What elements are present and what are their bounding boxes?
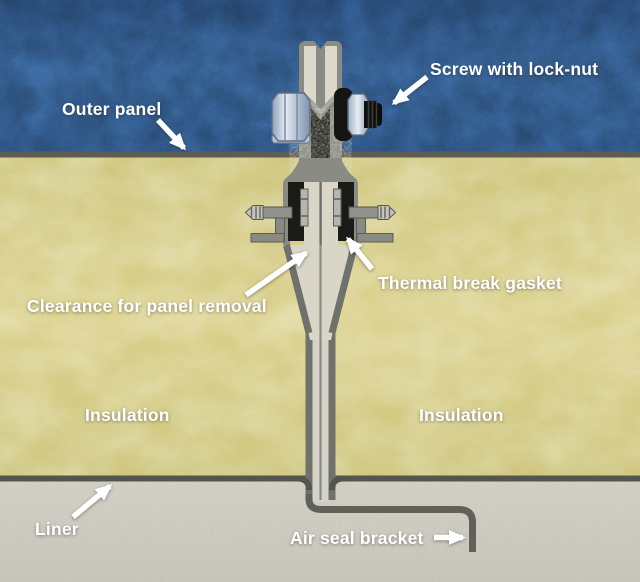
screw-with-lock-nut-label: Screw with lock-nut xyxy=(430,59,598,79)
channel-clip-left xyxy=(300,188,309,227)
side-screw-right-drill-tip xyxy=(377,205,397,220)
screw-with-lock-nut xyxy=(334,88,382,141)
side-screw-right xyxy=(348,205,397,220)
clip-angle-left-horizontal xyxy=(250,233,285,243)
insulation-left-label: Insulation xyxy=(85,405,170,425)
air-seal-bracket-profile xyxy=(305,494,476,552)
boundary-fillet-left xyxy=(296,475,312,491)
side-screw-left xyxy=(244,205,293,220)
clearance-label: Clearance for panel removal xyxy=(27,296,267,316)
spine-center-seam xyxy=(319,330,322,500)
side-screw-left-drill-tip xyxy=(244,205,264,220)
boundary-fillet-right xyxy=(329,475,345,491)
air-seal-bracket-label: Air seal bracket xyxy=(290,528,424,548)
screw-thread-stub xyxy=(364,101,377,128)
fastener-assembly xyxy=(244,41,397,340)
spine-wall-right xyxy=(328,328,336,500)
callout-labels: Outer panel Screw with lock-nut Clearanc… xyxy=(27,59,598,548)
screw-thread-end xyxy=(374,103,382,126)
taper-wall-right xyxy=(328,244,358,334)
housing-funnel xyxy=(283,158,358,245)
hex-nut-body xyxy=(271,92,311,142)
liner-arrow xyxy=(71,483,113,520)
callout-arrows xyxy=(71,74,466,545)
liner-label: Liner xyxy=(35,519,79,539)
outer-panel-label: Outer panel xyxy=(62,99,161,119)
thermal-break-gasket-arrow xyxy=(345,236,375,271)
joint-spine xyxy=(296,328,476,552)
lock-nut-body xyxy=(347,93,369,136)
thermal-break-gasket-label: Thermal break gasket xyxy=(378,273,562,293)
clearance-arrow xyxy=(244,250,309,298)
fork-prong-left xyxy=(304,46,316,104)
outer-panel-arrow xyxy=(155,118,187,151)
spine-wall-left xyxy=(305,328,313,498)
hex-nut xyxy=(271,92,311,144)
insulation-right-label: Insulation xyxy=(419,405,504,425)
side-screw-left-shank xyxy=(261,206,293,219)
channel-center-seam xyxy=(319,182,322,245)
fork-prong-right xyxy=(325,46,337,104)
screw-with-lock-nut-arrow xyxy=(391,74,429,106)
clip-angle-right-horizontal xyxy=(356,233,394,243)
side-screw-right-shank xyxy=(348,206,380,219)
channel-clip-right xyxy=(333,188,342,227)
thermal-break-gasket-right xyxy=(338,182,354,241)
